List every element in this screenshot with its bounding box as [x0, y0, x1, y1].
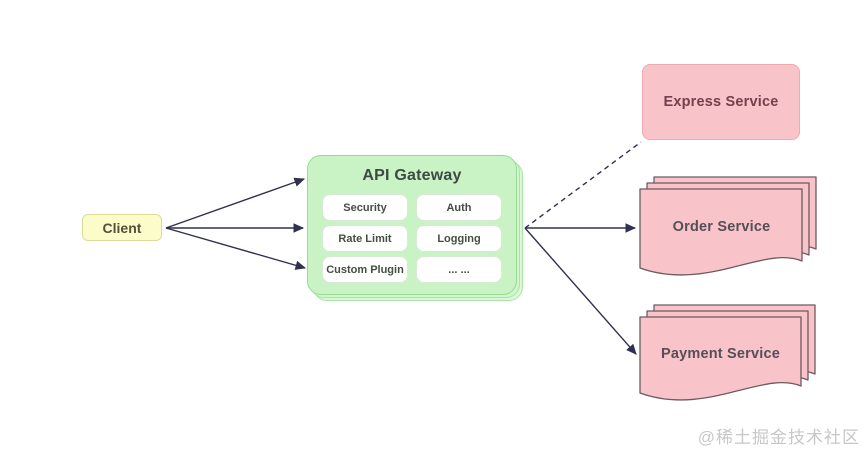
- arrow-client-to-gateway-top: [165, 177, 306, 229]
- express-service-node: Express Service: [642, 64, 800, 140]
- dashed-line-gateway-to-express: [524, 141, 642, 229]
- gateway-module-auth: Auth: [416, 194, 502, 221]
- gateway-module-auth-label: Auth: [446, 201, 472, 214]
- api-gateway-node: API Gateway Security Auth Rate Limit Log…: [307, 155, 517, 295]
- juejin-watermark: @稀土掘金技术社区: [697, 428, 860, 447]
- gateway-module-grid: Security Auth Rate Limit Logging Custom …: [322, 194, 502, 283]
- client-label: Client: [102, 219, 142, 236]
- payment-service-document-front: [639, 316, 802, 401]
- gateway-module-ellipsis: ... ...: [416, 256, 502, 283]
- gateway-module-security-label: Security: [343, 201, 387, 214]
- gateway-module-logging-label: Logging: [437, 232, 481, 245]
- payment-service-node: Payment Service: [640, 319, 801, 389]
- arrow-client-to-gateway-bottom: [165, 227, 307, 270]
- order-service-document-front: [639, 188, 803, 276]
- gateway-module-rate-limit-label: Rate Limit: [338, 232, 392, 245]
- payment-service-label: Payment Service: [660, 346, 781, 362]
- gateway-module-rate-limit: Rate Limit: [322, 225, 408, 252]
- gateway-module-ellipsis-label: ... ...: [448, 263, 470, 276]
- gateway-module-custom-plugin-label: Custom Plugin: [326, 263, 404, 276]
- gateway-module-custom-plugin: Custom Plugin: [322, 256, 408, 283]
- gateway-module-security: Security: [322, 194, 408, 221]
- order-service-node: Order Service: [641, 191, 802, 263]
- express-service-label: Express Service: [663, 94, 779, 110]
- order-service-label: Order Service: [672, 219, 771, 235]
- gateway-module-logging: Logging: [416, 225, 502, 252]
- arrow-gateway-to-payment: [524, 227, 637, 355]
- api-gateway-title: API Gateway: [362, 167, 462, 184]
- client-node: Client: [82, 214, 162, 241]
